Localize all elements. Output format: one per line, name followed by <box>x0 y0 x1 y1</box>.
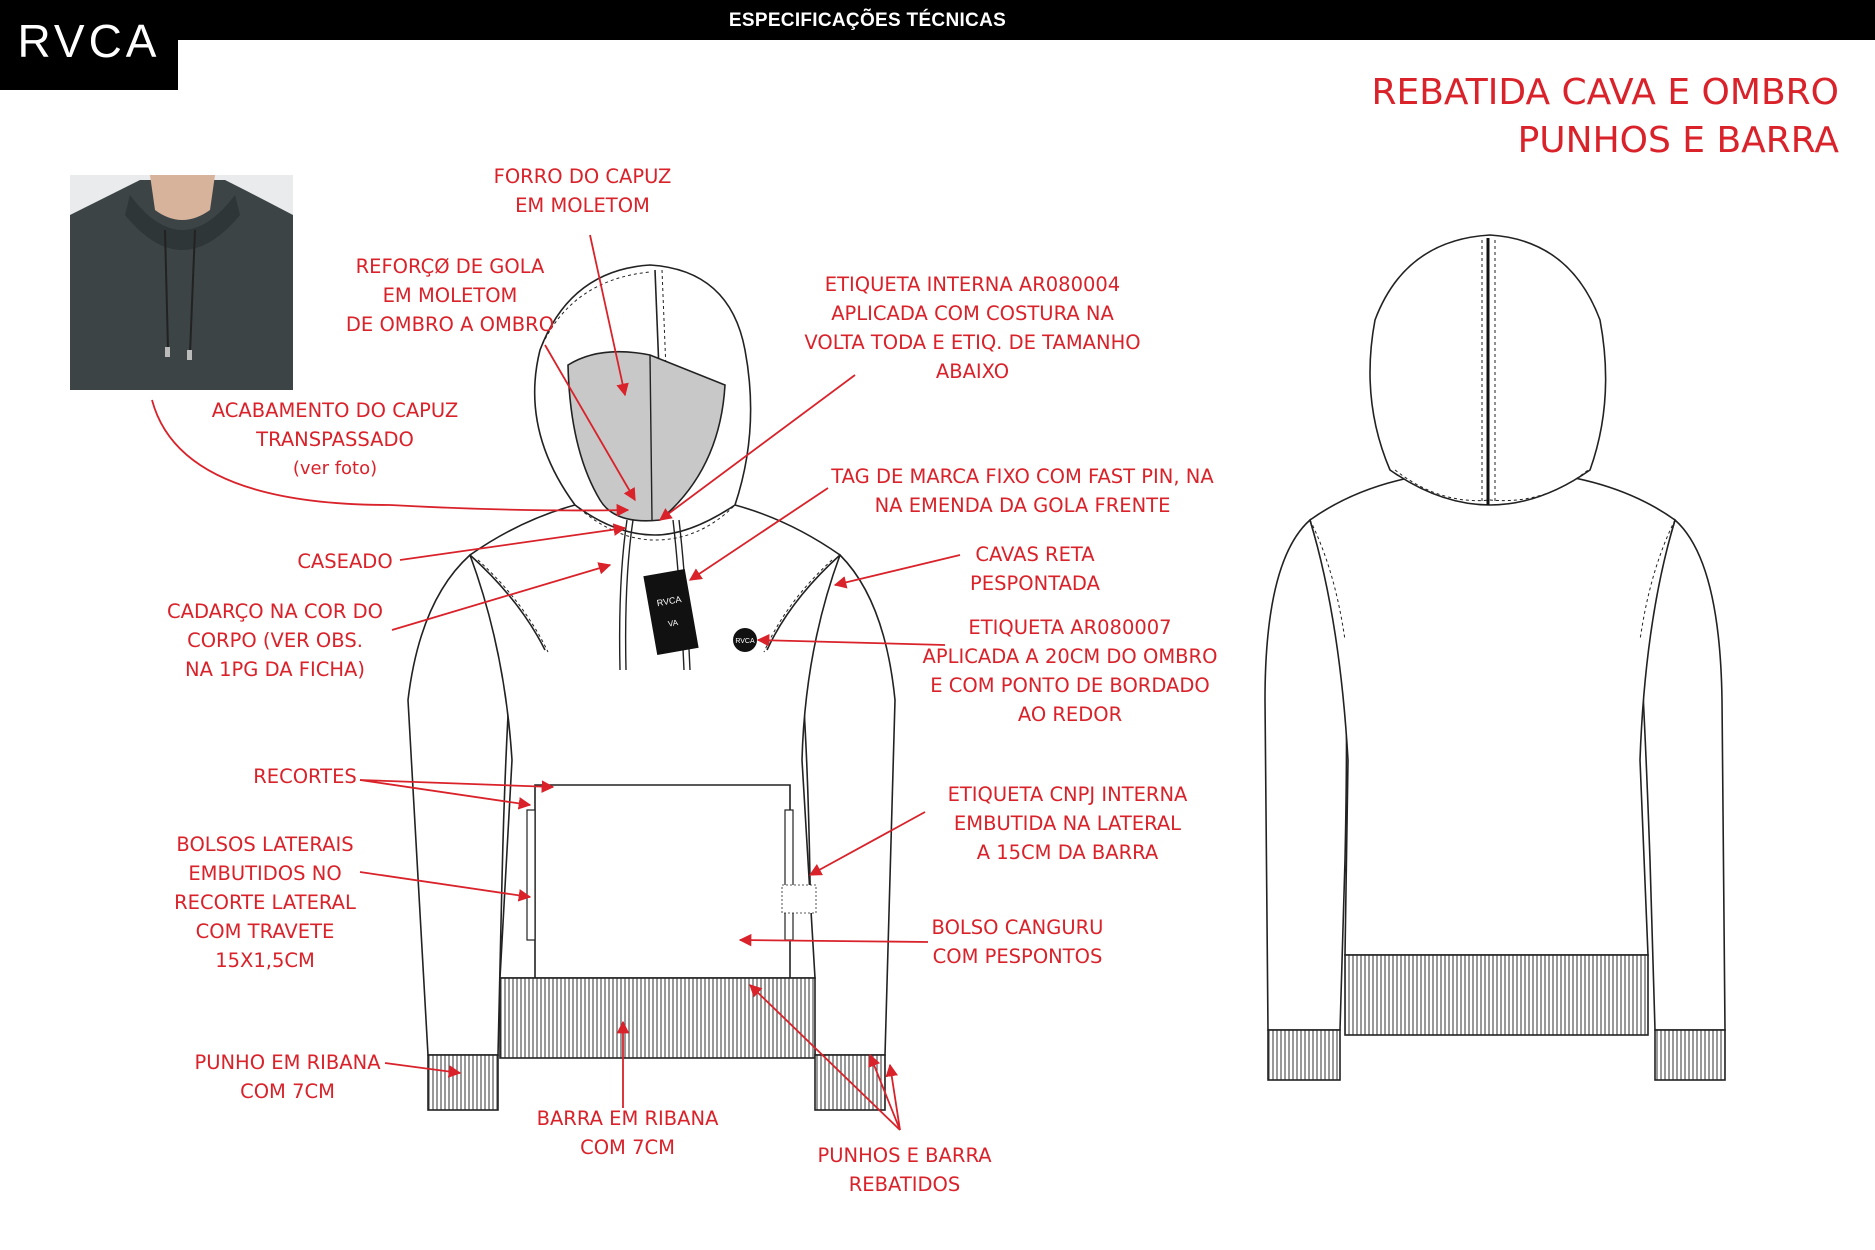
reference-photo <box>70 175 293 390</box>
callout-caseado: CASEADO <box>297 550 393 573</box>
header-bar: ESPECIFICAÇÕES TÉCNICAS <box>0 0 1875 40</box>
hang-tag-mark: VA <box>667 618 679 629</box>
side-pocket-right <box>784 809 794 941</box>
back-hem-rib <box>1344 954 1649 1036</box>
chest-patch: RVCA <box>733 628 757 652</box>
kangaroo-pocket <box>534 784 791 979</box>
back-left-cuff <box>1267 1029 1341 1081</box>
cnpj-label <box>781 884 817 914</box>
back-body <box>1309 469 1676 956</box>
brand-logo-text: RVCA <box>17 15 161 67</box>
callout-recortes: RECORTES <box>253 765 357 788</box>
brand-hang-tag: RVCA VA <box>643 568 699 656</box>
front-view <box>407 264 896 1111</box>
brand-logo: RVCA <box>0 0 178 90</box>
front-hem-rib <box>499 977 816 1059</box>
reference-photo-drawing <box>70 175 293 390</box>
side-pocket-left <box>526 809 536 941</box>
front-left-cuff <box>427 1054 499 1111</box>
chest-patch-brand: RVCA <box>735 638 755 645</box>
callout-arrows <box>151 234 961 1131</box>
hang-tag-brand: RVCA <box>656 594 682 608</box>
headline-line-2: PUNHOS E BARRA <box>1517 120 1839 161</box>
page-title: ESPECIFICAÇÕES TÉCNICAS <box>728 10 1007 31</box>
collar-band <box>574 504 736 541</box>
back-view <box>1264 234 1726 1081</box>
headline-line-1: REBATIDA CAVA E OMBRO <box>1371 72 1839 113</box>
back-right-cuff <box>1654 1029 1726 1081</box>
